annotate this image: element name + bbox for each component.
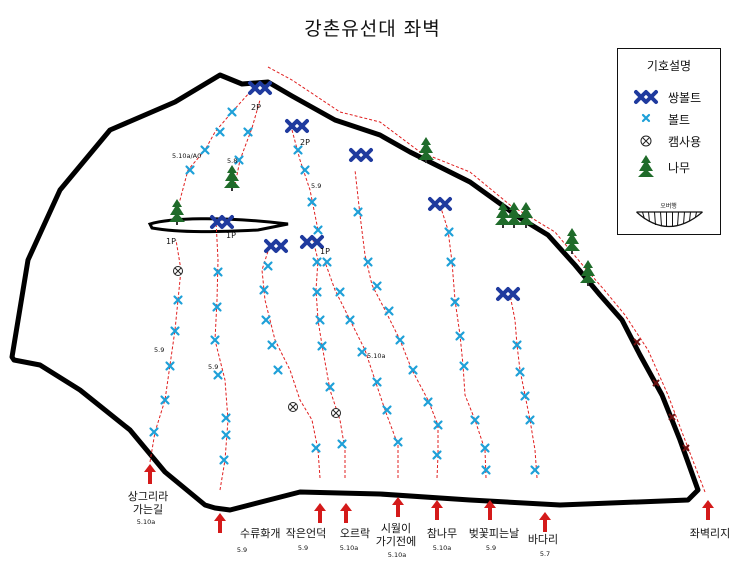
route-name: 작은언덕	[286, 527, 326, 540]
route-name: 오르락	[340, 527, 370, 540]
ridge-route	[267, 66, 706, 493]
legend-label: 나무	[668, 160, 691, 175]
cam-icon	[640, 135, 652, 147]
page-title: 강촌유선대 좌벽	[304, 18, 441, 40]
route-section-grade: 5.9	[154, 346, 164, 354]
legend-item: 쌍볼트	[628, 87, 701, 107]
legend-label: 볼트	[668, 112, 691, 127]
route-grade: 5.9	[486, 544, 496, 552]
route-grade: 5.9	[298, 544, 308, 552]
legend-label: 캠사용	[668, 134, 702, 149]
wall-outline	[9, 72, 701, 513]
upper-route-grade-label: 5.8	[227, 157, 237, 165]
legend-item: 캠사용	[628, 131, 701, 151]
legend: 기호설명 쌍볼트 볼트 캠사용 나무 오버행	[617, 48, 721, 235]
upper-route-anchor-label: 2P	[251, 103, 261, 112]
route-name: 참나무	[427, 527, 457, 540]
bolt-icon	[641, 113, 651, 123]
bolts	[149, 107, 540, 475]
route-section-grade: 5.10a	[367, 352, 385, 360]
route-section-grade: 5.9	[208, 363, 218, 371]
route-name: 좌벽리지	[690, 527, 730, 540]
legend-item: 볼트	[628, 109, 690, 129]
route-grade: 5.7	[540, 550, 550, 558]
route-grade: 5.10a	[433, 544, 451, 552]
tree-icon	[638, 155, 654, 177]
upper-route-grade-label: 5.10a/A0	[172, 152, 201, 160]
route-anchor-label: 1P	[166, 237, 176, 246]
route-name: 바다리	[528, 533, 558, 546]
route-anchor-label: 1P	[226, 231, 236, 240]
route-grade: 5.9	[237, 546, 247, 554]
legend-item: 나무	[628, 155, 691, 177]
route-grade: 5.10a	[388, 551, 406, 559]
overhang-icon: 오버행	[636, 202, 703, 227]
route-grade: 5.10a	[137, 518, 155, 526]
legend-title: 기호설명	[646, 59, 692, 73]
route-anchor-label: 1P	[320, 247, 330, 256]
upper-route-anchor-label: 2P	[300, 138, 310, 147]
upper-route-grade-label: 5.9	[311, 182, 321, 190]
legend-label: 오버행	[660, 202, 677, 210]
route-grade: 5.10a	[340, 544, 358, 552]
legend-label: 쌍볼트	[668, 90, 702, 105]
double-bolts	[210, 81, 520, 301]
double-bolt-icon	[634, 90, 658, 104]
route-name: 수류화개	[240, 527, 280, 540]
route-name: 벚꽃피는날	[469, 527, 520, 540]
